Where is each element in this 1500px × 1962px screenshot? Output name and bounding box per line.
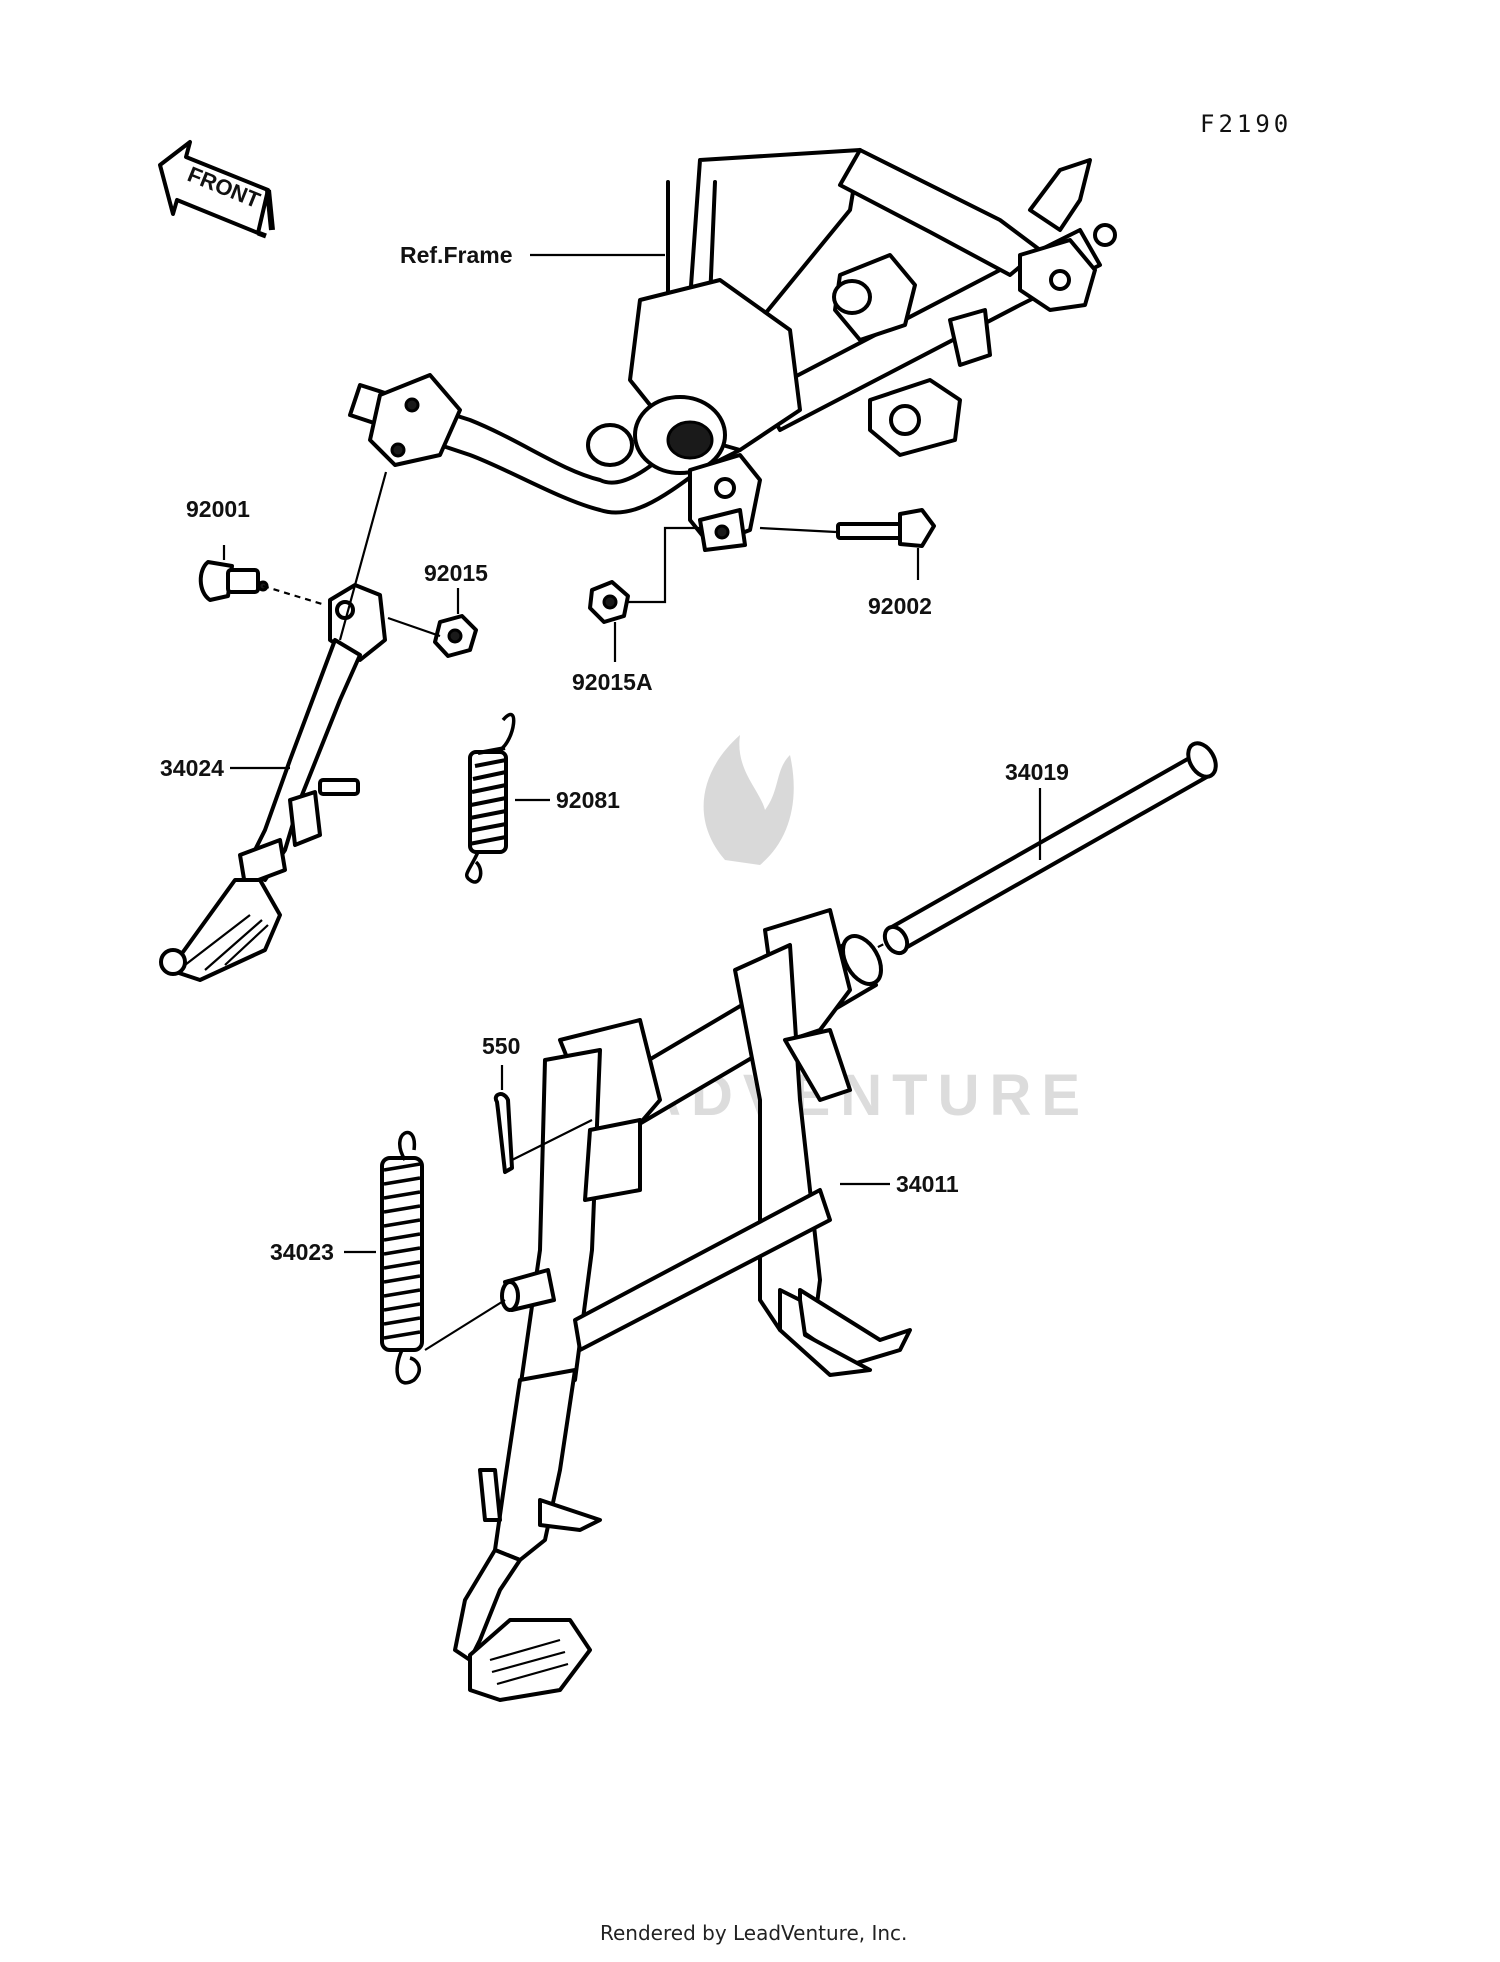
label-92002: 92002 xyxy=(868,593,932,619)
axis-34024 xyxy=(338,471,388,641)
label-34019: 34019 xyxy=(1005,759,1069,785)
label-34023: 34023 xyxy=(270,1239,334,1265)
part-34024 xyxy=(159,583,387,982)
label-34011: 34011 xyxy=(896,1171,959,1197)
leader-92015a-axis xyxy=(628,526,700,604)
label-ref-frame: Ref.Frame xyxy=(400,242,512,268)
label-92015: 92015 xyxy=(424,560,488,586)
part-550 xyxy=(493,1092,514,1174)
part-92001 xyxy=(198,560,269,602)
figure-code: F2190 xyxy=(1200,110,1292,138)
part-92015 xyxy=(433,614,478,658)
label-34024: 34024 xyxy=(160,755,224,781)
axis-92001 xyxy=(262,584,323,606)
part-34023 xyxy=(380,1130,424,1385)
front-arrow-icon: FRONT xyxy=(158,140,275,239)
part-92081 xyxy=(465,712,516,884)
axis-92002 xyxy=(759,526,837,534)
axis-92015 xyxy=(387,616,441,638)
part-stand-pin xyxy=(500,1268,556,1312)
frame xyxy=(348,148,1117,552)
part-92002 xyxy=(836,508,936,548)
label-92081: 92081 xyxy=(556,787,620,813)
part-34019 xyxy=(882,741,1218,956)
label-92001: 92001 xyxy=(186,496,250,522)
axis-34023 xyxy=(424,1299,506,1351)
footer-credit: Rendered by LeadVenture, Inc. xyxy=(600,1921,907,1945)
axis-550 xyxy=(511,1119,593,1161)
label-92015a: 92015A xyxy=(572,669,653,695)
part-92015a xyxy=(588,580,630,624)
label-550: 550 xyxy=(482,1033,520,1059)
